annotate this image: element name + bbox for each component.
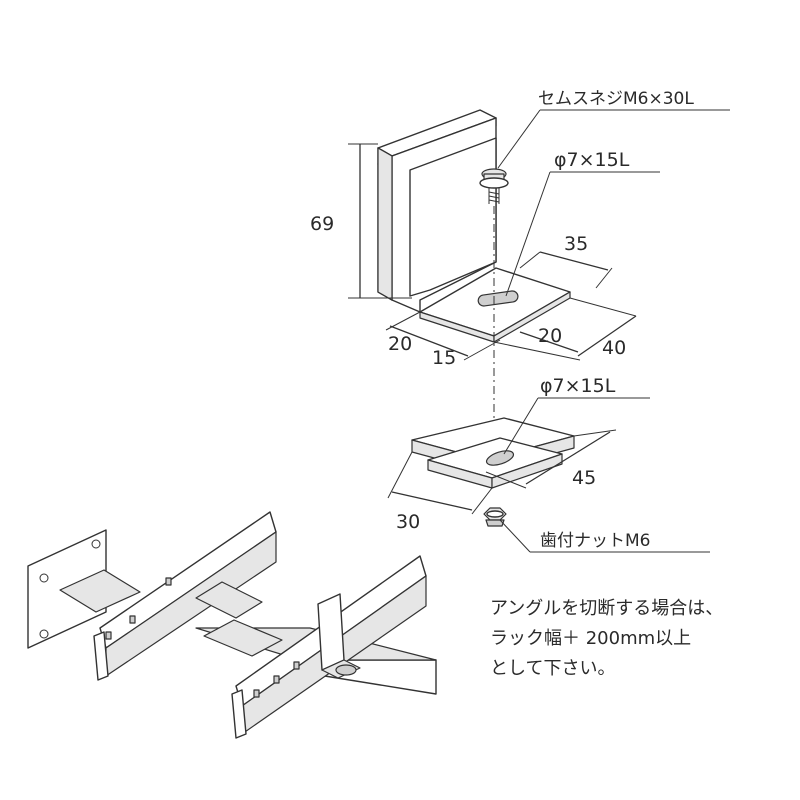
dim-top-depth-40: 40: [602, 337, 626, 359]
dim-top-tab-35: 35: [564, 233, 588, 255]
cable-rack-illustration: [27, 511, 437, 739]
dim-height-69: 69: [310, 213, 334, 235]
hole-bottom-label: φ7×15L: [540, 375, 616, 397]
note-line-2: ラック幅＋ 200mm以上: [490, 628, 692, 649]
hanger-bracket: [377, 109, 571, 343]
note-line-1: アングルを切断する場合は、: [490, 598, 724, 619]
screw-label: セムスネジM6×30L: [538, 89, 694, 109]
hole-top-label: φ7×15L: [554, 149, 630, 171]
dim-bottom-width-30: 30: [396, 511, 420, 533]
dim-top-width-left-20: 20: [388, 333, 412, 355]
note-line-3: として下さい。: [490, 658, 616, 679]
dim-top-width-right-20: 20: [538, 325, 562, 347]
cutting-note: アングルを切断する場合は、 ラック幅＋ 200mm以上 として下さい。: [490, 594, 790, 684]
dimension-lines: [348, 109, 730, 553]
dim-bottom-depth-45: 45: [572, 467, 596, 489]
dim-top-width-offset-15: 15: [432, 347, 456, 369]
toothed-nut: [483, 507, 507, 527]
clamp-plate: [411, 417, 575, 489]
nut-label: 歯付ナットM6: [540, 531, 650, 551]
